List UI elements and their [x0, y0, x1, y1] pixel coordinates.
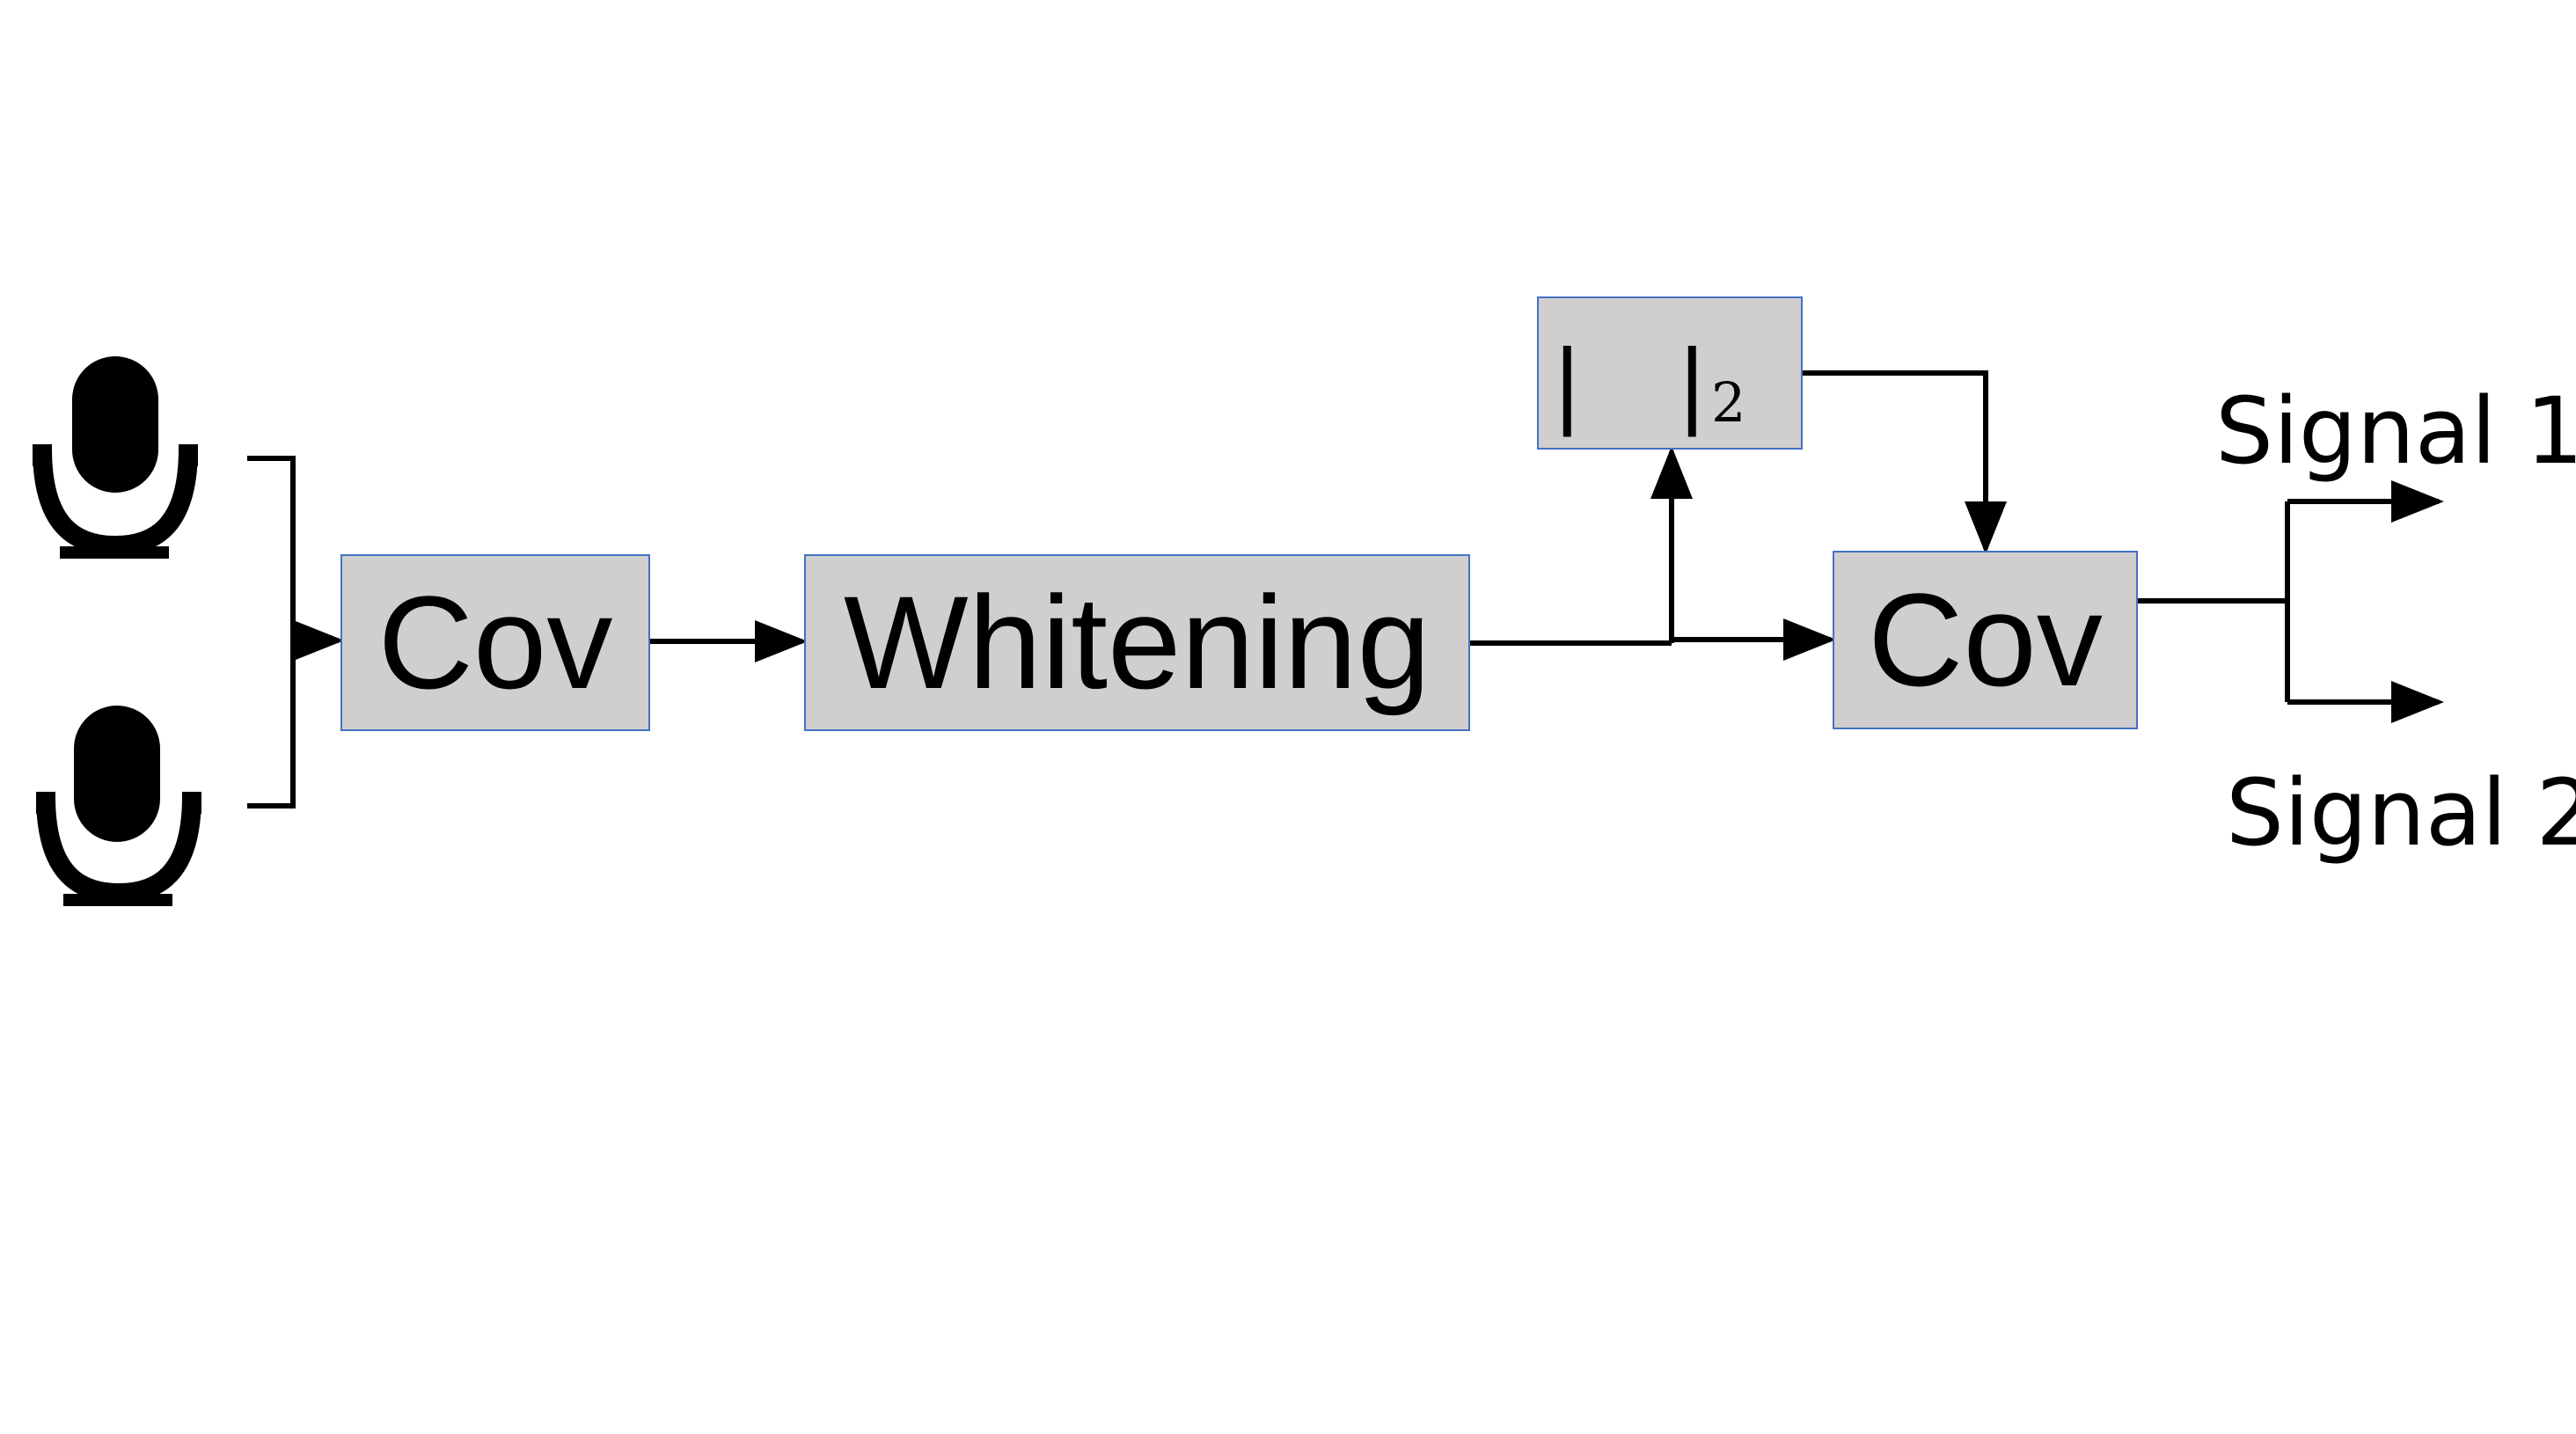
- cov-block-second-label: Cov: [1868, 566, 2103, 713]
- cov-block-second: Cov: [1833, 551, 2138, 729]
- norm-block: | | 2: [1537, 296, 1803, 450]
- signal-1-label: Signal 1: [2215, 377, 2576, 485]
- microphone-icon-bottom: [36, 706, 201, 906]
- signal-2-label: Signal 2: [2226, 759, 2576, 867]
- microphone-icon-top: [33, 356, 198, 559]
- input-bracket-line: [247, 456, 296, 808]
- norm-left-bar: |: [1555, 329, 1580, 437]
- cov-block-first: Cov: [340, 554, 650, 731]
- whitening-block: Whitening: [804, 554, 1470, 731]
- cov-block-first-label: Cov: [377, 568, 613, 716]
- norm-right-bar: |: [1680, 329, 1705, 437]
- whitening-block-label: Whitening: [843, 568, 1431, 716]
- norm-subscript: 2: [1711, 370, 1746, 435]
- line-norm-to-cov: [1803, 370, 1988, 493]
